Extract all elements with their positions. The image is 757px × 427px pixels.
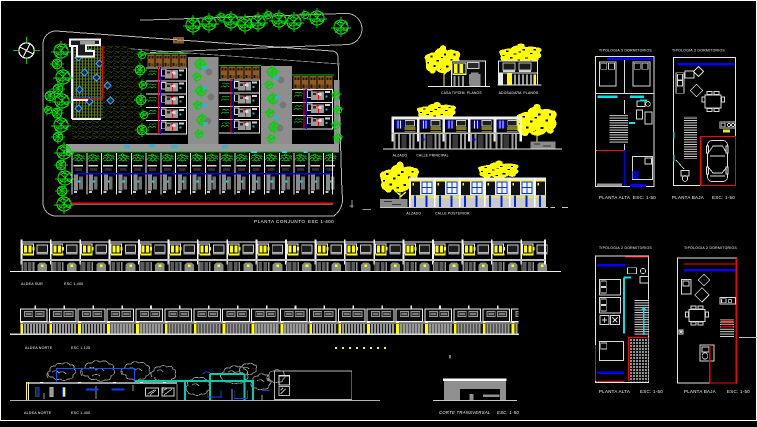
svg-text:PLANTA BAJA: PLANTA BAJA xyxy=(672,195,704,200)
svg-text:ADOSADA: ADOSADA xyxy=(499,91,518,95)
svg-text:ALDEA NORTE: ALDEA NORTE xyxy=(25,346,53,350)
svg-text:PLANTA BAJA: PLANTA BAJA xyxy=(684,389,716,394)
svg-text:ESC: 1-50: ESC: 1-50 xyxy=(640,389,663,394)
svg-text:ALZADO: ALZADO xyxy=(406,212,421,216)
svg-text:TIPOLOGIA 2 DORMITORIOS: TIPOLOGIA 2 DORMITORIOS xyxy=(599,246,652,250)
svg-text:ESC: 1-50: ESC: 1-50 xyxy=(712,195,735,200)
svg-text:ESC: 1-50: ESC: 1-50 xyxy=(727,389,750,394)
svg-text:ESC: 1-50: ESC: 1-50 xyxy=(497,410,519,415)
svg-text:ESC 1-125: ESC 1-125 xyxy=(71,346,90,350)
svg-text:TIPOLOGIA 3 DORMITORIOS: TIPOLOGIA 3 DORMITORIOS xyxy=(672,49,725,53)
svg-text:ESC 1-400: ESC 1-400 xyxy=(71,411,90,415)
svg-text:7M. PLANOS: 7M. PLANOS xyxy=(516,91,539,95)
svg-text:7M. PLANOS: 7M. PLANOS xyxy=(460,91,483,95)
svg-text:ALZADO: ALZADO xyxy=(393,154,408,158)
svg-text:ESC: 1-50: ESC: 1-50 xyxy=(633,195,656,200)
svg-text:PLANTA ALTA: PLANTA ALTA xyxy=(599,195,630,200)
svg-text:PLANTA CONJUNTO: PLANTA CONJUNTO xyxy=(254,219,306,224)
svg-text:ESC 1-400: ESC 1-400 xyxy=(308,219,334,224)
svg-text:CALLE POSTERIOR: CALLE POSTERIOR xyxy=(435,212,470,216)
svg-text:ESC 1-400: ESC 1-400 xyxy=(64,282,83,286)
svg-text:ALDEA SUR: ALDEA SUR xyxy=(21,282,43,286)
svg-text:PLANTA ALTA: PLANTA ALTA xyxy=(599,389,630,394)
svg-text:ALDEA NORTE: ALDEA NORTE xyxy=(24,411,52,415)
svg-text:CASA TIPO: CASA TIPO xyxy=(441,91,461,95)
svg-text:CORTE TRANSVERSAL: CORTE TRANSVERSAL xyxy=(439,410,491,415)
svg-text:CALLE PRINCIPAL: CALLE PRINCIPAL xyxy=(416,154,448,158)
svg-text:TIPOLOGIA 2 DORMITORIOS: TIPOLOGIA 2 DORMITORIOS xyxy=(684,246,737,250)
svg-text:TIPOLOGIA 3 DORMITORIOS: TIPOLOGIA 3 DORMITORIOS xyxy=(599,49,652,53)
